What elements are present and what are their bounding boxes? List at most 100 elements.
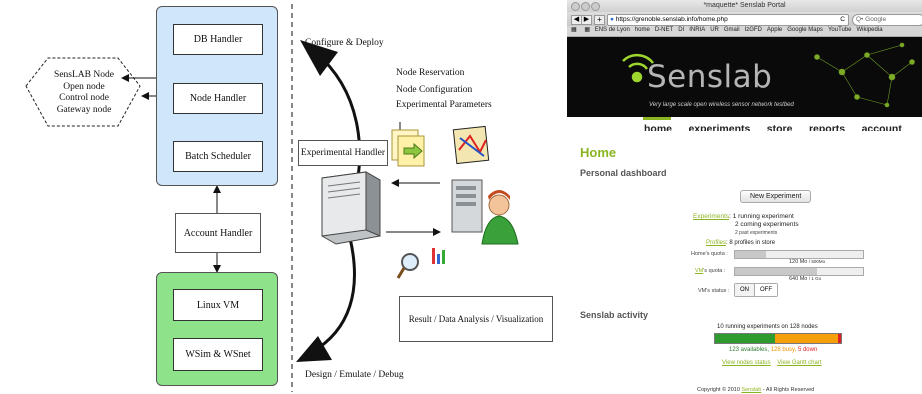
node-reservation-label: Node Reservation [396,68,465,78]
forward-icon[interactable]: ▶ [581,15,592,25]
design-emulate-label: Design / Emulate / Debug [305,370,404,380]
home-quota-value: 120 Mo / 500Mo [789,259,825,265]
experiments-line1: : 1 running experiment [729,213,794,220]
bookmark-item[interactable]: DI [678,27,685,33]
senslab-banner: Senslab Very large scale open wireless s… [567,37,922,117]
vm-on-button[interactable]: ON [735,284,755,296]
home-quota-total: / 500Mo [808,259,826,264]
node-handler-box: Node Handler [173,83,263,114]
experiments-link[interactable]: Experiments [693,213,730,220]
vm-quota-label-text: 's quota : [703,268,726,274]
logo-text: Senslab [647,59,773,95]
design-arrowhead [296,336,332,362]
bookmark-item[interactable]: INRIA [689,27,706,33]
home-quota-bar [734,250,864,259]
db-handler-box: DB Handler [173,24,263,55]
design-curve [311,237,356,354]
vm-status-label: VM's status : [698,288,730,294]
vm-quota-value: 640 Mo / 1 Go [789,276,821,282]
activity-links: View nodes status View Gantt chart [722,360,822,366]
wsim-wsnet-box: WSim & WSnet [173,338,263,371]
bookmarks-bar: ▦ ▦ ENS de Lyon home D-NET DI INRIA UR Gmail Iz… [567,26,922,37]
linux-vm-box: Linux VM [173,289,263,321]
bookmark-item[interactable]: IzGFD [744,27,762,33]
rights-text: - All Rights Reserved [762,387,815,393]
address-bar[interactable]: ● https://grenoble.senslab.info/home.php… [607,14,849,26]
busy-segment [775,334,839,343]
add-bookmark-icon[interactable]: + [594,15,605,25]
active-nav-indicator [643,117,671,120]
account-handler-box: Account Handler [175,213,261,253]
down-count: 5 down [797,347,818,353]
available-count: 123 availables, [729,347,770,353]
bookmark-item[interactable]: Wikipedia [856,27,883,33]
activity-title: Senslab activity [580,310,649,320]
available-segment [715,334,776,343]
node-configuration-label: Node Configuration [396,85,473,95]
bookmark-item[interactable]: UR [710,27,719,33]
configure-arrowhead [300,40,338,76]
vm-quota-fill [735,268,817,275]
new-experiment-button[interactable]: New Experiment [740,190,812,203]
apps-icon[interactable]: ▦ [584,27,591,33]
url-text: https://grenoble.senslab.info/home.php [615,16,728,23]
hexagon-label: SensLAB Node Open node Control node Gate… [40,70,128,116]
view-gantt-chart-link[interactable]: View Gantt chart [777,360,822,366]
bookmarks-icon[interactable]: ▦ [571,27,577,33]
activity-summary: 10 running experiments on 128 nodes [717,324,818,330]
globe-icon: ● [610,16,614,23]
signal-logo-icon [622,53,654,83]
bookmark-item[interactable]: Google Maps [787,27,823,33]
zoom-window-button[interactable] [591,2,600,11]
busy-count: 128 busy, [770,347,797,353]
profiles-summary: Profiles: 8 profiles in store [706,240,775,246]
down-segment [838,334,841,343]
reload-icon[interactable]: C [840,16,845,23]
senslab-node-hexagon [25,57,141,127]
vm-group: Linux VM WSim & WSnet [156,272,278,386]
vm-quota-bar [734,267,864,276]
vm-link[interactable]: VM [695,268,704,274]
handlers-group: DB Handler Node Handler Batch Scheduler [156,6,278,186]
document-icon [391,129,425,167]
search-field[interactable]: Q• Google [852,14,922,26]
tagline: Very large scale open wireless sensor ne… [649,102,794,108]
configure-deploy-label: Configure & Deploy [305,38,384,48]
vm-status-toggle[interactable]: ON OFF [734,283,778,297]
bookmark-item[interactable]: YouTube [827,27,852,33]
hex-line-control-node: Control node [59,93,109,103]
page-content: Home Personal dashboard New Experiment E… [567,131,922,394]
page-title: Home [580,145,617,160]
experiments-summary: Experiments: 1 running experiment 2 comi… [693,213,799,237]
vm-off-button[interactable]: OFF [755,284,777,296]
senslab-footer-link[interactable]: Senslab [741,387,762,393]
profiles-text: : 8 profiles in store [726,240,776,246]
bookmark-list: ENS de Lyon home D-NET DI INRIA UR Gmail IzGFD A… [595,27,888,33]
vm-quota-label: VM's quota : [695,268,725,274]
experiments-line2: 2 coming experiments [735,221,799,228]
nodes-status-bar [714,333,842,344]
browser-toolbar: ◀ ▶ + ● https://grenoble.senslab.info/ho… [567,12,922,26]
main-nav: home experiments store reports account [567,117,922,135]
map-icon [452,125,490,165]
bookmark-item[interactable]: D-NET [654,27,674,33]
nodes-counts: 123 availables, 128 busy, 5 down [729,347,817,353]
vm-quota-used: 640 Mo [789,276,808,282]
experiments-line3: 2 past experiments [735,230,778,236]
dashboard-title: Personal dashboard [580,168,667,178]
window-title: *maquette* Senslab Portal [703,2,786,9]
browser-window: *maquette* Senslab Portal ◀ ▶ + ● https:… [567,0,922,394]
bookmark-item[interactable]: ENS de Lyon [594,27,630,33]
view-nodes-status-link[interactable]: View nodes status [722,360,771,366]
profiles-link[interactable]: Profiles [706,240,727,246]
bookmark-item[interactable]: Gmail [723,27,740,33]
minimize-window-button[interactable] [581,2,590,11]
result-analysis-box: Result / Data Analysis / Visualization [399,296,553,342]
bookmark-item[interactable]: Apple [766,27,783,33]
hex-line-open-node: Open node [63,81,105,92]
server-icon [321,171,381,245]
title-bar: *maquette* Senslab Portal [567,0,922,12]
vm-quota-total: / 1 Go [808,276,822,281]
close-window-button[interactable] [571,2,580,11]
bookmark-item[interactable]: home [634,27,650,33]
